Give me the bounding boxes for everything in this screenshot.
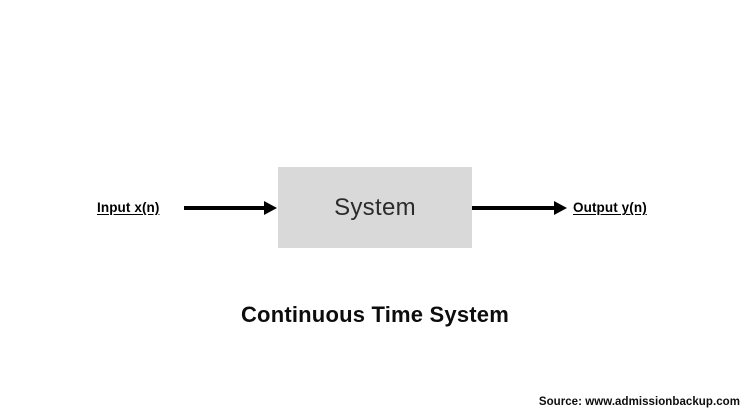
arrow-head — [264, 201, 277, 215]
arrow-head — [554, 201, 567, 215]
output-signal-label: Output y(n) — [573, 200, 647, 215]
arrow-shaft — [184, 206, 266, 210]
input-signal-label: Input x(n) — [97, 200, 160, 215]
input-arrow-right-icon — [184, 199, 278, 217]
diagram-caption: Continuous Time System — [240, 302, 510, 327]
system-block-label: System — [334, 193, 416, 221]
output-arrow-right-icon — [472, 199, 568, 217]
arrow-shaft — [472, 206, 556, 210]
source-attribution: Source: www.admissionbackup.com — [538, 396, 740, 408]
system-block: System — [278, 167, 472, 248]
